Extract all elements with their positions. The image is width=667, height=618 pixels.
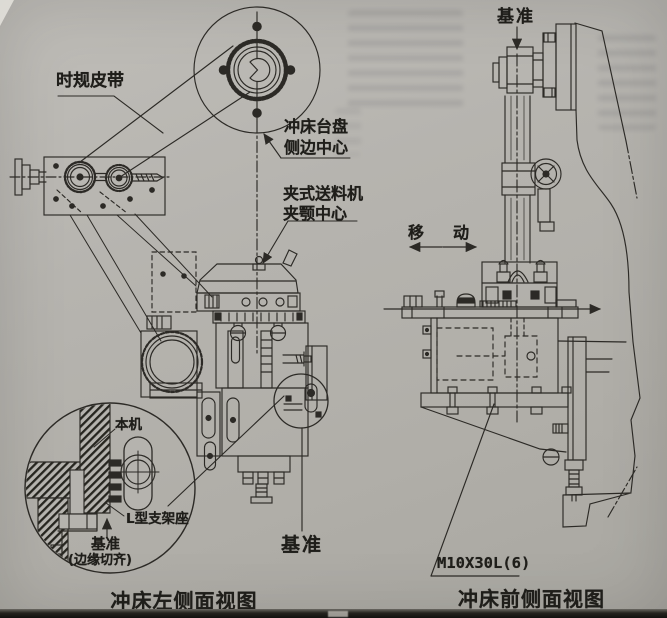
motor-assembly [492,23,577,111]
right-view-drawing [383,22,641,577]
bleedthrough-ghost [348,10,463,115]
move-label: 移动 [408,223,499,242]
datum-detail-note: (边缘切齐) [68,553,132,568]
page-edge-mark [328,611,348,617]
feeder-unit [9,156,173,216]
detail-circle [24,402,196,574]
bolt-leader [430,403,520,577]
base-mount [481,259,558,308]
right-view-caption: 冲床前侧面视图 [458,587,605,611]
datum-detail-label: 基准 [91,537,120,553]
bleedthrough-ghost [598,35,656,130]
this-machine-label: 本机 [115,417,142,433]
jaw-center-label-line1: 夹式送料机 [283,184,364,203]
label-leaders-left [57,95,358,264]
detail-balloon [273,373,329,429]
bottom-plate [420,386,572,466]
mounting-plate [401,290,579,319]
bolt-spec-label: M10X30L(6) [437,554,531,572]
press-outline [562,22,641,528]
table-center-label-line1: 冲床台盘 [284,117,349,136]
feeder-body-front [422,317,559,394]
timing-pulley [193,6,321,134]
feeder-column [501,95,562,264]
feeder-link-lines [69,213,213,342]
press-body-left [140,249,328,504]
jaw-center-label-line2: 夹颚中心 [283,204,348,223]
side-plate [552,336,627,502]
bleedthrough-ghost [335,108,361,156]
datum-label-top-right: 基准 [497,7,535,27]
detail-leader [167,395,285,507]
timing-belt-lines [79,45,251,180]
left-view-drawing [9,6,358,574]
timing-belt-label: 时规皮带 [56,71,124,91]
l-bracket-label: L型支架座 [126,511,189,527]
datum-label-bottom-left: 基准 [281,534,324,556]
table-center-label-line2: 侧边中心 [284,138,349,157]
